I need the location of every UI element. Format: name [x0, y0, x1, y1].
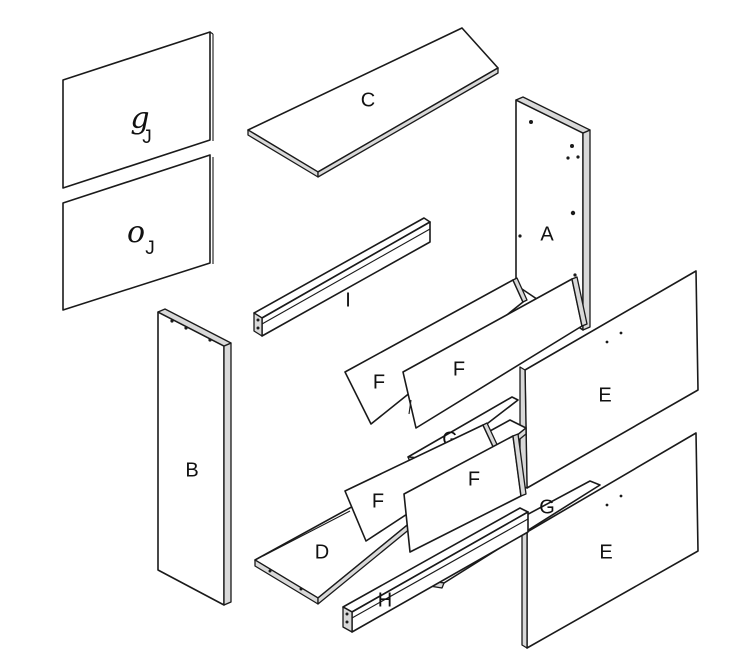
panel-f-upper-left: F	[344, 277, 528, 425]
label-j-upper-main: g	[130, 101, 149, 136]
label-f2: F	[453, 358, 465, 380]
label-e-upper: E	[598, 384, 611, 406]
panel-j-upper: g J	[62, 31, 214, 189]
label-f4: F	[468, 468, 480, 490]
label-b: B	[185, 459, 198, 481]
panel-e-lower: E	[521, 432, 699, 649]
label-d: D	[315, 541, 329, 563]
label-e-lower: E	[599, 541, 612, 563]
label-f1: F	[373, 371, 385, 393]
panel-b: B	[157, 308, 232, 606]
panel-f-upper-right: F	[402, 276, 588, 429]
label-j-lower-sub: J	[145, 238, 155, 259]
label-h: H	[378, 589, 392, 611]
rail-h: H	[342, 507, 529, 633]
rail-i: I	[253, 217, 431, 337]
label-c: C	[361, 89, 375, 111]
label-j-upper-sub: J	[142, 127, 152, 148]
panel-a: A	[515, 96, 591, 331]
label-g-lower: G	[539, 496, 555, 518]
label-i: I	[345, 289, 351, 311]
board-c: C	[247, 27, 499, 178]
panel-j-lower: o J	[62, 154, 214, 311]
label-f3: F	[372, 490, 384, 512]
label-j-lower-main: o	[127, 215, 145, 250]
panel-f-lower-right: F	[403, 433, 527, 553]
label-a: A	[540, 223, 554, 245]
